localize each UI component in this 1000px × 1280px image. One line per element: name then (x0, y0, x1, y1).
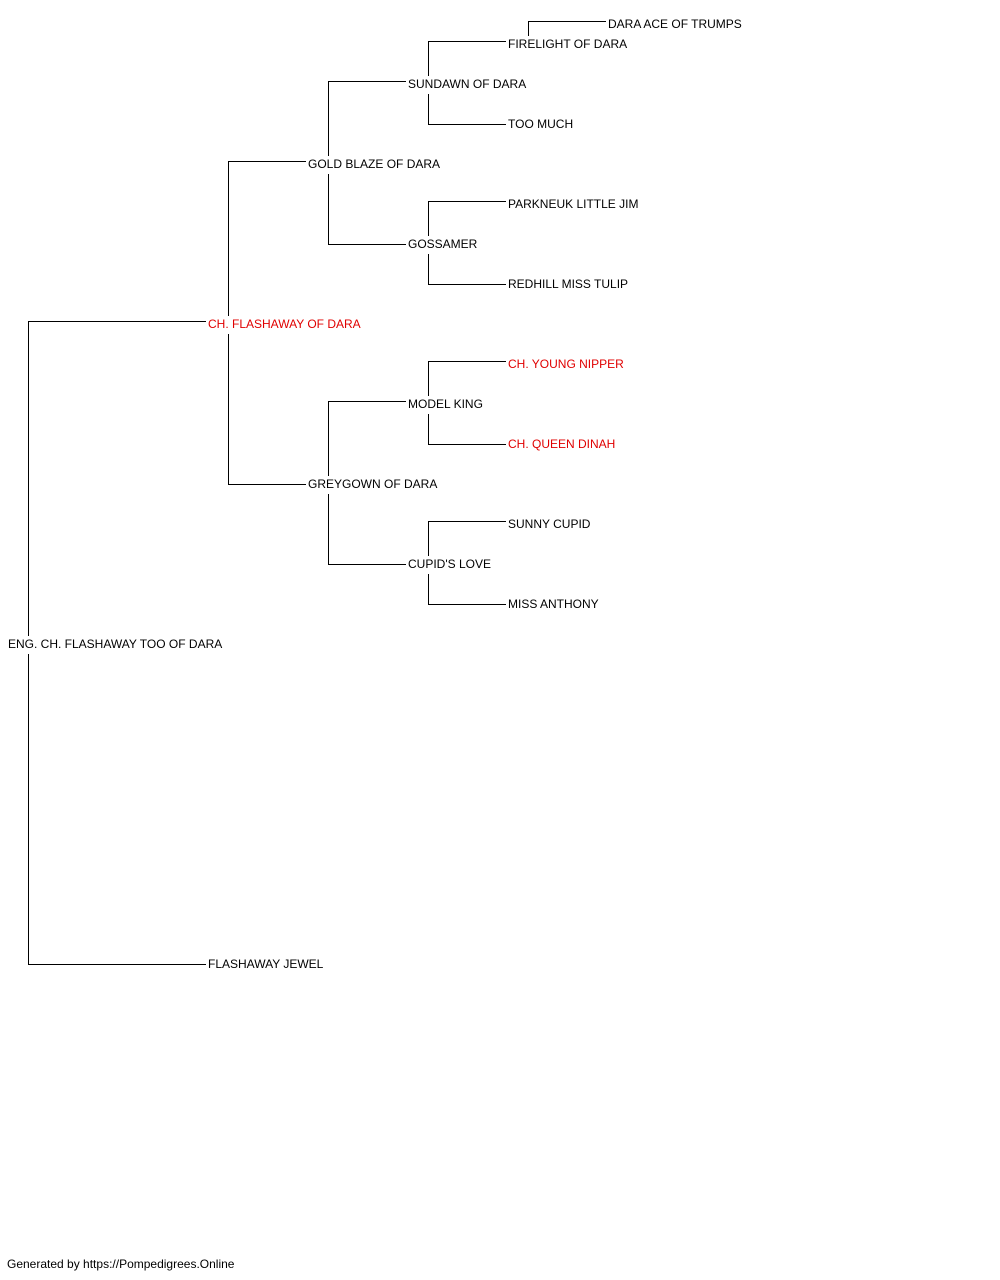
connector-line (328, 81, 406, 82)
pedigree-name-sire-sire[interactable]: GOLD BLAZE OF DARA (307, 157, 442, 171)
pedigree-name-sire[interactable]: CH. FLASHAWAY OF DARA (207, 317, 362, 331)
connector-line (428, 521, 506, 522)
pedigree-name-sire-dam[interactable]: GREYGOWN OF DARA (307, 477, 439, 491)
connector-line (428, 254, 429, 285)
connector-line (428, 361, 506, 362)
pedigree-name-sdd-dam[interactable]: MISS ANTHONY (507, 597, 600, 611)
connector-line (328, 564, 406, 565)
connector-line (28, 321, 206, 322)
pedigree-name-sds-dam[interactable]: CH. QUEEN DINAH (507, 437, 617, 451)
connector-line (428, 362, 429, 396)
connector-line (328, 402, 329, 476)
connector-line (428, 42, 429, 76)
connector-line (428, 202, 429, 236)
pedigree-name-ssss-sire[interactable]: DARA ACE OF TRUMPS (607, 17, 743, 31)
pedigree-name-dam[interactable]: FLASHAWAY JEWEL (207, 957, 325, 971)
connector-line (428, 41, 506, 42)
connector-line (428, 284, 506, 285)
pedigree-name-sdd-sire[interactable]: SUNNY CUPID (507, 517, 592, 531)
connector-line (328, 82, 329, 156)
connector-line (428, 94, 429, 125)
generated-by-footer: Generated by https://Pompedigrees.Online (7, 1257, 235, 1271)
pedigree-name-subject[interactable]: ENG. CH. FLASHAWAY TOO OF DARA (7, 637, 224, 651)
connector-line (528, 22, 529, 36)
connector-line (328, 401, 406, 402)
connector-line (428, 604, 506, 605)
connector-line (428, 444, 506, 445)
connector-line (28, 964, 206, 965)
pedigree-name-sss-dam[interactable]: TOO MUCH (507, 117, 575, 131)
connector-line (528, 21, 606, 22)
connector-line (328, 494, 329, 565)
pedigree-name-sds-sire[interactable]: CH. YOUNG NIPPER (507, 357, 625, 371)
connector-line (28, 322, 29, 636)
pedigree-name-sd-dam[interactable]: CUPID'S LOVE (407, 557, 492, 571)
pedigree-name-sd-sire[interactable]: MODEL KING (407, 397, 484, 411)
connector-line (228, 161, 306, 162)
connector-line (228, 334, 229, 485)
pedigree-name-ss-dam[interactable]: GOSSAMER (407, 237, 479, 251)
connector-line (428, 414, 429, 445)
connector-line (328, 244, 406, 245)
pedigree-name-ssd-dam[interactable]: REDHILL MISS TULIP (507, 277, 630, 291)
connector-line (228, 484, 306, 485)
connector-line (428, 201, 506, 202)
pedigree-name-ss-sire[interactable]: SUNDAWN OF DARA (407, 77, 528, 91)
connector-line (28, 654, 29, 965)
connector-line (228, 162, 229, 316)
pedigree-name-ssd-sire[interactable]: PARKNEUK LITTLE JIM (507, 197, 640, 211)
pedigree-name-sss-sire[interactable]: FIRELIGHT OF DARA (507, 37, 629, 51)
connector-line (328, 174, 329, 245)
connector-line (428, 124, 506, 125)
connector-line (428, 574, 429, 605)
connector-line (428, 522, 429, 556)
